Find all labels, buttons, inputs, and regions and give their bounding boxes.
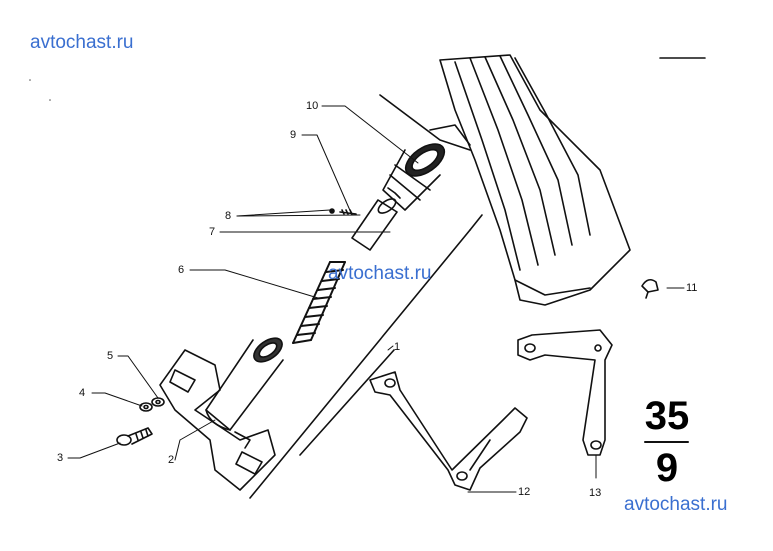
pedal-cap-part-10: [382, 143, 446, 211]
callout-10: 10: [306, 100, 319, 112]
washer-part-4: [139, 402, 153, 412]
callout-11: 11: [686, 282, 698, 294]
sleeve-part-7: [351, 198, 398, 251]
watermark-center: avtochast.ru: [328, 263, 432, 284]
callout-4: 4: [79, 387, 86, 399]
group-number-top: 35: [644, 394, 690, 438]
watermark-top-left: avtochast.ru: [30, 32, 134, 53]
lever-part-13: [517, 329, 613, 456]
callout-7: 7: [209, 226, 216, 238]
callout-13: 13: [589, 487, 602, 499]
callout-12: 12: [518, 486, 531, 498]
callout-9: 9: [290, 129, 297, 141]
spring-part-6: [292, 261, 346, 344]
watermark-bottom-right: avtochast.ru: [624, 494, 728, 515]
leader-lines: [67, 105, 685, 493]
guide-outline: [249, 214, 483, 499]
group-number-bottom: 9: [655, 446, 679, 490]
washer-part-5: [151, 397, 165, 407]
callout-6: 6: [178, 264, 185, 276]
callout-2: 2: [168, 454, 175, 466]
pin-part-8: [329, 208, 357, 215]
lever-part-12: [369, 371, 528, 491]
mounting-bracket: [159, 349, 276, 491]
callout-3: 3: [57, 452, 64, 464]
accelerator-pedal: [379, 54, 706, 306]
callout-8: 8: [225, 210, 232, 222]
clip-part-11: [641, 278, 659, 299]
callout-5: 5: [107, 350, 114, 362]
rod-part-1: [299, 349, 395, 456]
bolt-part-3: [116, 427, 153, 446]
pedal-tube-part-2: [205, 337, 284, 431]
callout-1: 1: [394, 341, 401, 353]
